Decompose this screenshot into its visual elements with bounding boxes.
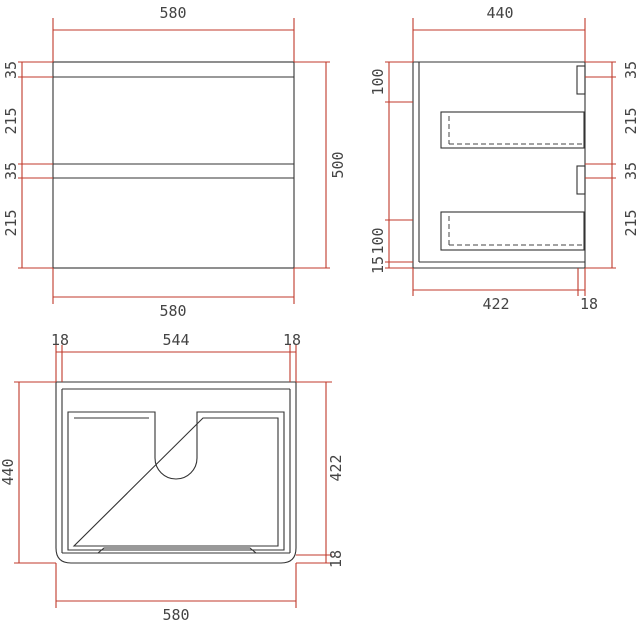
plan-front-thickness-label: 18: [327, 550, 345, 568]
side-top-depth-label: 440: [486, 4, 513, 22]
side-right-seg-0: 35: [622, 61, 640, 79]
side-upper-drawer-box: [440, 111, 585, 149]
plan-drawer-box: [67, 411, 285, 551]
side-bottom-depth-label: 422: [482, 295, 509, 313]
side-lower-drawer-box: [440, 211, 585, 251]
front-carcass: [52, 61, 295, 269]
plan-side-right-label: 18: [283, 331, 301, 349]
front-view: 580 580 35 215 35 215 500: [2, 4, 347, 320]
side-left-seg-2: 15: [369, 256, 387, 274]
plan-view: 18 544 18 440 422 18 580: [0, 331, 345, 624]
plan-side-left-label: 18: [51, 331, 69, 349]
front-top-width-label: 580: [159, 4, 186, 22]
side-bottom-drawer-front: [576, 165, 586, 195]
plan-inner-depth-label: 422: [327, 454, 345, 481]
side-left-seg-0: 100: [369, 68, 387, 95]
plan-bottom-width-label: 580: [162, 606, 189, 624]
front-bottom-width-label: 580: [159, 302, 186, 320]
side-right-seg-1: 215: [622, 107, 640, 134]
side-top-drawer-front: [576, 65, 586, 95]
front-left-seg-1: 215: [2, 107, 20, 134]
plan-drawer-inner: [72, 417, 279, 547]
side-right-seg-2: 35: [622, 162, 640, 180]
plan-total-depth-label: 440: [0, 458, 17, 485]
plan-handle-recess: [97, 547, 257, 554]
plan-outer-outline: [55, 381, 297, 564]
side-panel-thickness-label: 18: [580, 295, 598, 313]
side-left-seg-1: 100: [369, 227, 387, 254]
side-view: 440 422 18 100 100 15 35 215 35 215: [369, 4, 640, 313]
front-left-seg-3: 215: [2, 209, 20, 236]
front-total-height-label: 500: [329, 151, 347, 178]
front-left-seg-0: 35: [2, 61, 20, 79]
plan-inner-width-label: 544: [162, 331, 189, 349]
front-left-seg-2: 35: [2, 162, 20, 180]
side-right-seg-3: 215: [622, 209, 640, 236]
